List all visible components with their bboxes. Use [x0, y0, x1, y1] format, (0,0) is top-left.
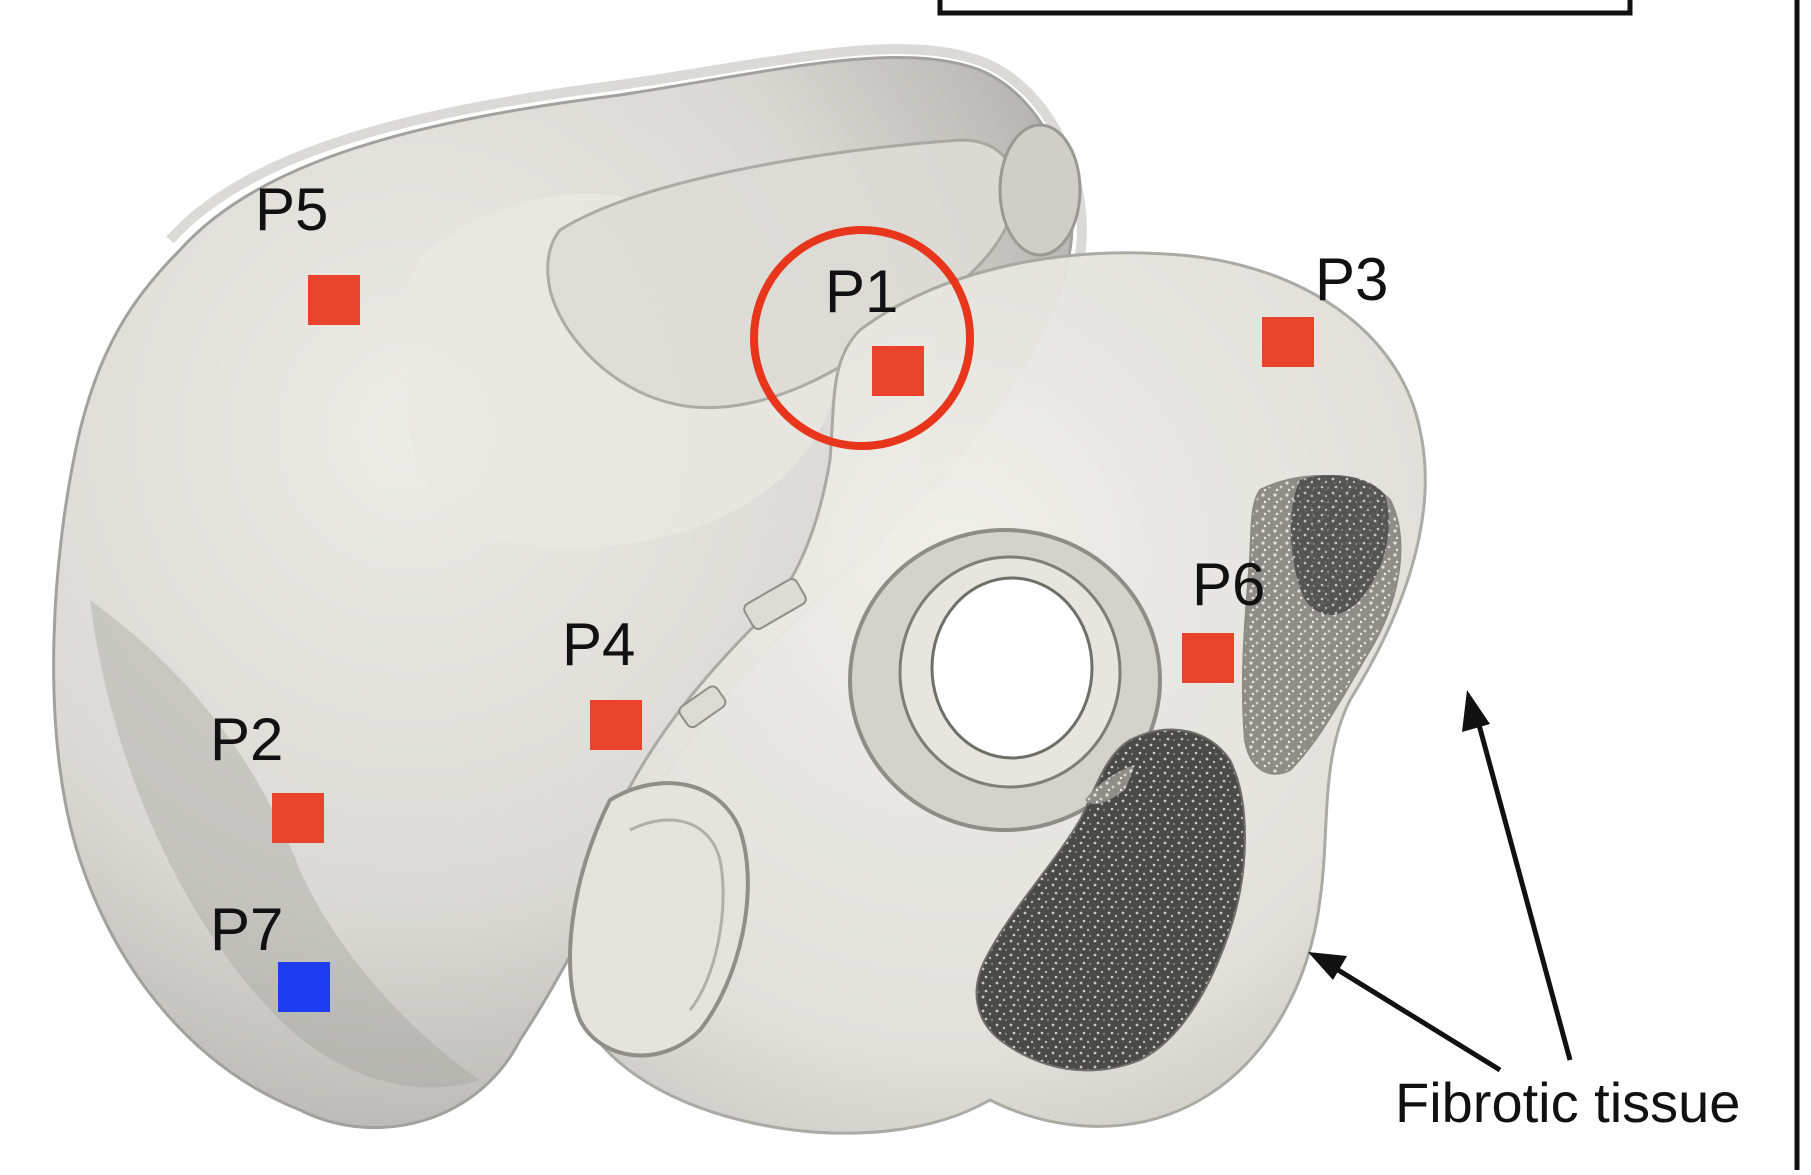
valve-hole — [932, 578, 1092, 758]
label-p5: P5 — [255, 180, 328, 240]
label-p2: P2 — [210, 710, 283, 770]
fibrotic-tissue-label: Fibrotic tissue — [1395, 1075, 1740, 1131]
label-p4: P4 — [562, 615, 635, 675]
label-p1: P1 — [825, 262, 898, 322]
marker-p1 — [872, 346, 924, 396]
label-p3: P3 — [1315, 250, 1388, 310]
marker-p4 — [590, 700, 642, 750]
label-p7: P7 — [210, 900, 283, 960]
marker-p2 — [272, 793, 324, 843]
label-p6: P6 — [1192, 555, 1265, 615]
arrow-lower-head — [1308, 952, 1347, 980]
arrow-upper-shaft — [1475, 710, 1570, 1060]
marker-p5 — [308, 275, 360, 325]
marker-p6 — [1182, 633, 1234, 683]
marker-p3 — [1262, 317, 1314, 367]
arrow-lower-shaft — [1330, 965, 1500, 1070]
marker-p7 — [278, 962, 330, 1012]
arrow-upper-head — [1462, 690, 1490, 732]
appendage-tip — [1000, 125, 1080, 255]
legend-box-frame — [940, 0, 1630, 13]
